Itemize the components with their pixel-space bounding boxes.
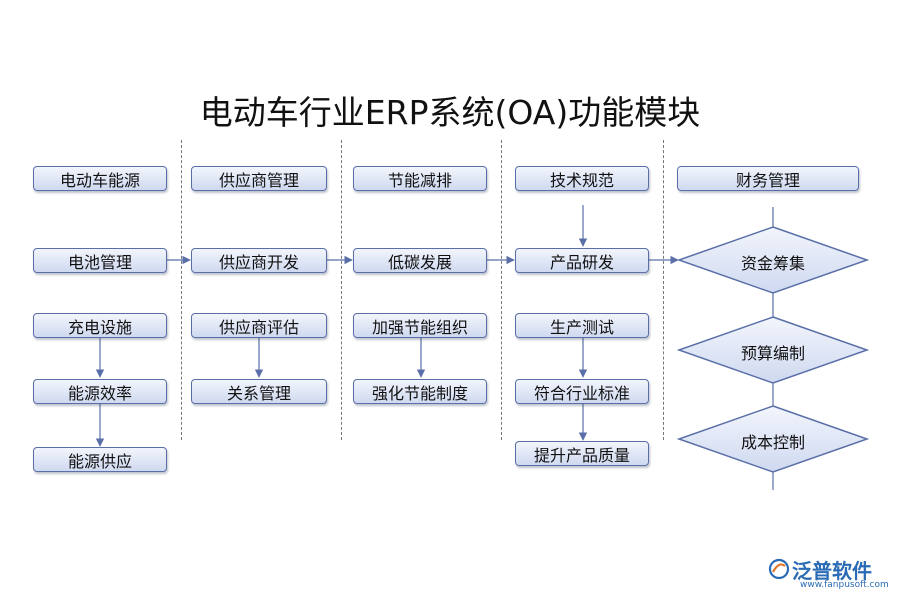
item-product-rnd: 产品研发 <box>515 248 649 273</box>
column-divider <box>341 140 342 440</box>
item-strengthen-system: 强化节能制度 <box>353 379 487 404</box>
diamond-budget <box>676 316 870 384</box>
header-ev-energy: 电动车能源 <box>33 166 167 191</box>
diamond-cost <box>676 405 870 473</box>
brand-url: www.fanpusoft.com <box>800 580 889 590</box>
item-energy-efficiency: 能源效率 <box>33 379 167 404</box>
item-production-test: 生产测试 <box>515 313 649 338</box>
item-battery-management: 电池管理 <box>33 248 167 273</box>
item-relationship-management: 关系管理 <box>191 379 327 404</box>
column-divider <box>181 140 182 440</box>
item-supplier-development: 供应商开发 <box>191 248 327 273</box>
diamond-label-funding: 资金筹集 <box>740 254 805 273</box>
brand-name: 泛普软件 <box>792 558 872 583</box>
item-improve-quality: 提升产品质量 <box>515 441 649 466</box>
diamond-funding <box>676 226 870 294</box>
item-industry-standard: 符合行业标准 <box>515 379 649 404</box>
header-technical-spec: 技术规范 <box>515 166 649 191</box>
item-low-carbon: 低碳发展 <box>353 248 487 273</box>
page-title: 电动车行业ERP系统(OA)功能模块 <box>199 93 701 132</box>
header-finance-management: 财务管理 <box>677 166 859 191</box>
brand-mark-icon <box>768 558 790 580</box>
item-supplier-evaluation: 供应商评估 <box>191 313 327 338</box>
item-energy-supply: 能源供应 <box>33 447 167 472</box>
header-supplier-management: 供应商管理 <box>191 166 327 191</box>
column-divider <box>501 140 502 440</box>
diamond-label-cost: 成本控制 <box>740 433 805 452</box>
column-divider <box>663 140 664 440</box>
brand-logo: 泛普软件 <box>768 556 872 583</box>
header-energy-saving: 节能减排 <box>353 166 487 191</box>
item-charging-facility: 充电设施 <box>33 313 167 338</box>
diamond-label-budget: 预算编制 <box>740 344 805 363</box>
item-strengthen-organization: 加强节能组织 <box>353 313 487 338</box>
